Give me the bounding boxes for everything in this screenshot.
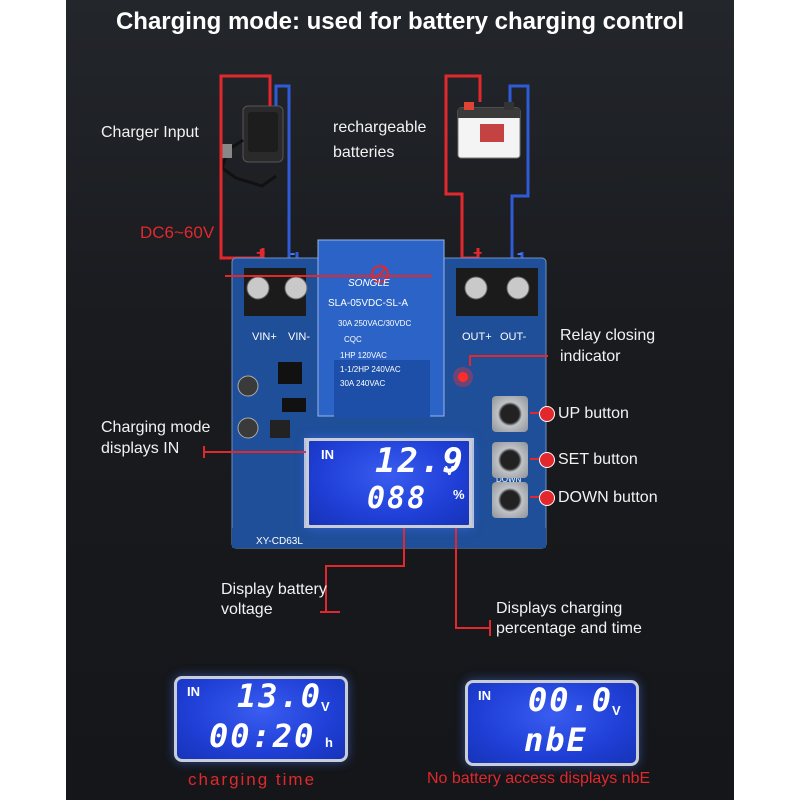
lcd1-time: 00:20: [209, 717, 316, 755]
wire-vin-positive: [219, 74, 272, 260]
silk-plus-out: +: [473, 245, 482, 262]
wiring: [219, 74, 530, 268]
label-relay-1: Relay closing: [560, 327, 656, 344]
caption-no-battery: No battery access displays nbE: [427, 770, 651, 787]
pointer-percent: [455, 508, 490, 629]
label-up-button: UP button: [558, 405, 629, 422]
label-batteries-2: batteries: [333, 144, 395, 161]
left-margin: [0, 0, 66, 800]
lcd1-t-unit: h: [325, 735, 333, 750]
silk-vin-neg: VIN-: [288, 331, 310, 343]
main-lcd-pct-unit: %: [453, 487, 465, 502]
label-mode-1: Charging mode: [101, 419, 211, 436]
label-relay-2: indicator: [560, 348, 621, 365]
lcd1-v-unit: V: [321, 699, 330, 714]
lcd2-code: nbE: [524, 721, 588, 759]
main-lcd-voltage: 12.9: [375, 441, 465, 481]
silk-minus-out: -: [517, 245, 522, 262]
main-lcd-v-unit: V: [445, 463, 454, 478]
label-percent-2: percentage and time: [496, 620, 642, 637]
relay-model: SLA-05VDC-SL-A: [328, 298, 408, 309]
label-charger-input: Charger Input: [101, 124, 199, 141]
down-push-button[interactable]: [492, 482, 528, 518]
lcd2-mode: IN: [478, 688, 491, 703]
label-set-button: SET button: [558, 451, 638, 468]
relay-spec-2: 1HP 120VAC: [340, 351, 387, 360]
relay-spec-4: 30A 240VAC: [340, 379, 385, 388]
lcd-charging-time: IN 13.0 V 00:20 h: [174, 676, 348, 762]
lcd1-mode: IN: [187, 684, 200, 699]
silk-out-pos: OUT+: [462, 331, 492, 343]
up-marker-dot: [539, 406, 555, 422]
relay-cert: CQC: [344, 335, 362, 344]
silk-vin-pos: VIN+: [252, 331, 277, 343]
diagram-title: Charging mode: used for battery charging…: [115, 8, 685, 35]
label-voltage-2: voltage: [221, 601, 273, 618]
charger-icon: [220, 105, 284, 188]
relay-spec-3: 1-1/2HP 240VAC: [340, 365, 401, 374]
label-voltage-1: Display battery: [221, 581, 327, 598]
label-batteries-1: rechargeable: [333, 119, 427, 136]
silk-down: DOWN: [496, 475, 522, 484]
main-lcd-mode: IN: [321, 447, 334, 462]
board-silkscreen: + - + - VIN+ VIN- OUT+ OUT- SONGLE SLA-0…: [252, 245, 527, 547]
main-lcd-percent: 088: [367, 481, 428, 516]
down-marker-dot: [539, 490, 555, 506]
silk-out-neg: OUT-: [500, 331, 527, 343]
label-down-button: DOWN button: [558, 489, 658, 506]
up-push-button[interactable]: [492, 396, 528, 432]
caption-charging-time: charging time: [188, 770, 317, 789]
pointer-relay: [469, 355, 548, 366]
main-lcd: IN 12.9 V 088 %: [306, 438, 472, 528]
lcd-no-battery: IN 00.0 V nbE: [465, 680, 639, 766]
silk-plus-in: +: [256, 245, 265, 262]
relay-spec-1: 30A 250VAC/30VDC: [338, 319, 411, 328]
wire-out-positive: [444, 74, 482, 260]
label-percent-1: Displays charging: [496, 600, 623, 617]
battery-icon: [457, 102, 521, 159]
label-voltage-range: DC6~60V: [140, 223, 215, 242]
label-mode-2: displays IN: [101, 440, 180, 457]
silk-model: XY-CD63L: [256, 536, 303, 547]
lcd2-v-unit: V: [612, 703, 621, 718]
relay-brand: SONGLE: [348, 278, 390, 289]
set-push-button[interactable]: [492, 442, 528, 478]
set-marker-dot: [539, 452, 555, 468]
lcd1-voltage: 13.0: [237, 677, 323, 715]
right-margin: [734, 0, 800, 800]
silk-minus-in: -: [290, 245, 295, 262]
lcd2-voltage: 00.0: [528, 681, 614, 719]
